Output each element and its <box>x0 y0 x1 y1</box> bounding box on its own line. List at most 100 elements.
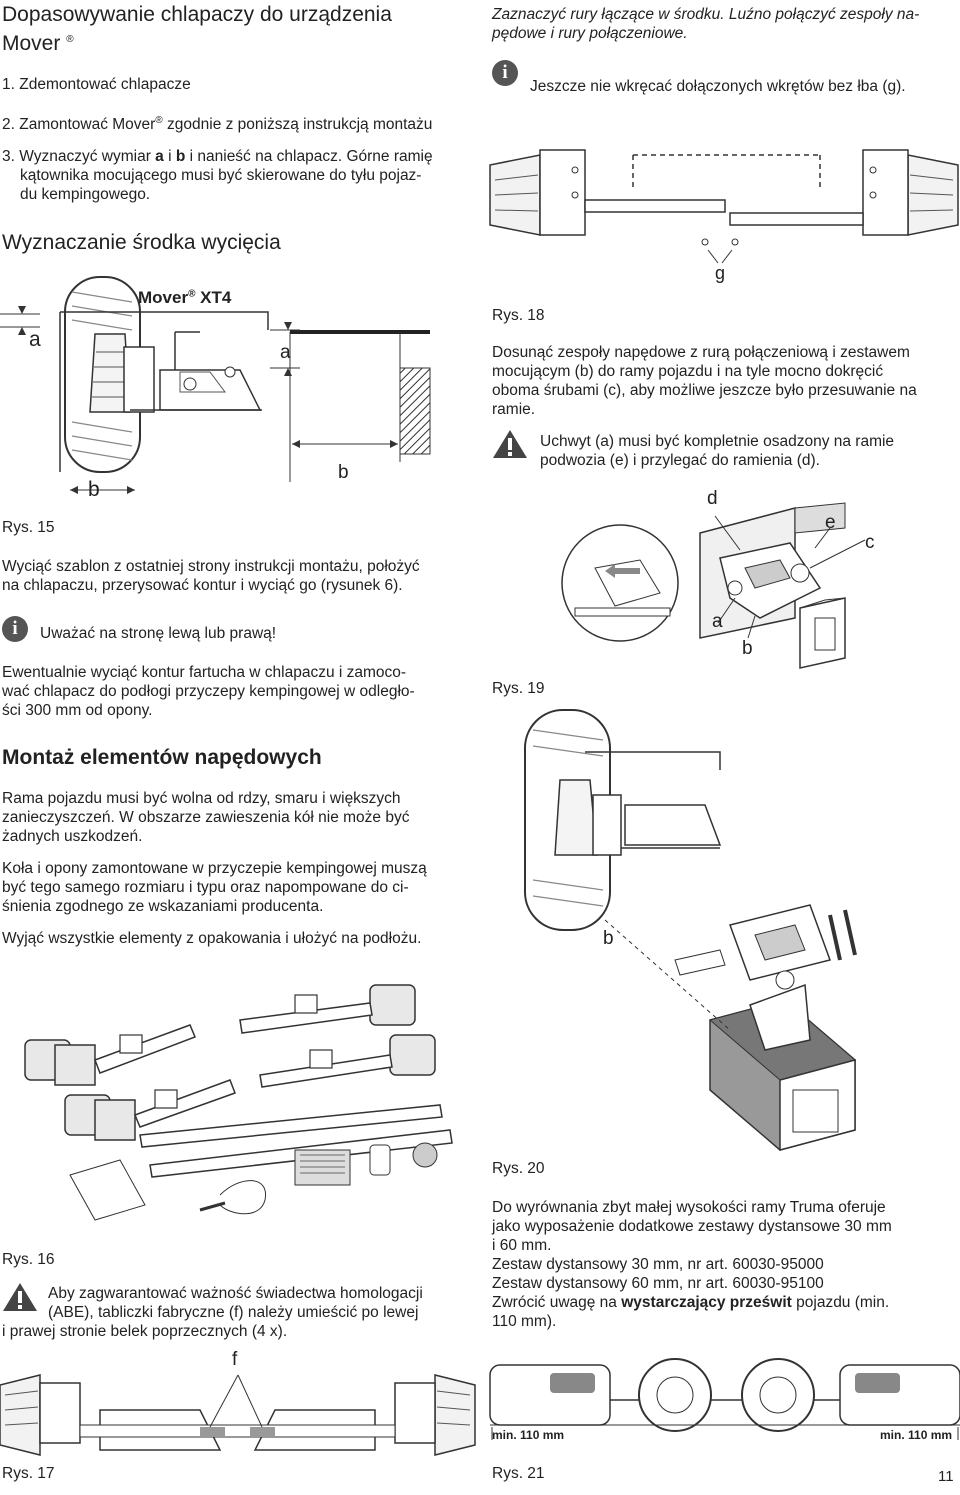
min-clearance-right: min. 110 mm <box>880 1428 953 1442</box>
step-2: 2. Zamontować Mover® zgodnie z poniższą … <box>2 111 432 134</box>
paragraph-unpack: Wyjąć wszystkie elementy z opakowania i … <box>2 930 422 947</box>
step-3-line-3: du kempingowego. <box>20 186 151 203</box>
warning-bracket-line-2: podwozia (e) i przylegać do ramienia (d)… <box>540 452 820 469</box>
info-note-screws: Jeszcze nie wkręcać dołączonych wkrętów … <box>530 78 906 95</box>
paragraph-spacers-line-2: jako wyposażenie dodatkowe zestawy dysta… <box>492 1218 892 1235</box>
clearance-note-c: pojazdu (min. <box>791 1294 890 1311</box>
paragraph-spacers: Do wyrównania zbyt małej wysokości ramy … <box>492 1198 892 1331</box>
step-2-text-a: 2. Zamontować Mover <box>2 116 156 134</box>
step-3-rest: i nanieść na chlapacz. Górne ramię <box>185 148 433 165</box>
figure-16 <box>10 975 470 1230</box>
paragraph-slide-line-1: Dosunąć zespoły napędowe z rurą połączen… <box>492 344 910 361</box>
figure-20-drawing <box>524 709 857 1151</box>
paragraph-template-line-1: Wyciąć szablon z ostatniej strony instru… <box>2 558 420 575</box>
paragraph-wheels-line-1: Koła i opony zamontowane w przyczepie ke… <box>2 860 427 877</box>
figure-19-label-d: d <box>707 488 718 509</box>
spacer-kit-60mm: Zestaw dystansowy 60 mm, nr art. 60030-9… <box>492 1275 824 1292</box>
figure-16-caption: Rys. 16 <box>2 1251 55 1268</box>
warning-icon <box>493 430 527 458</box>
step-1: 1. Zdemontować chlapacze <box>2 76 191 93</box>
paragraph-template-line-2: na chlapaczu, przerysować kontur i wycią… <box>2 577 403 594</box>
info-icon: i <box>2 616 28 642</box>
intro-line-2: pędowe i rury połączeniowe. <box>492 25 688 42</box>
paragraph-wheels-line-3: śnienia zgodnego ze wskazaniami producen… <box>2 898 324 915</box>
paragraph-template: Wyciąć szablon z ostatniej strony instru… <box>2 557 420 595</box>
step-3-a: a <box>155 148 164 165</box>
figure-16-drawing <box>24 984 453 1221</box>
paragraph-frame-line-3: żadnych uszkodzeń. <box>2 828 143 845</box>
figure-19-label-c: c <box>865 532 875 553</box>
figure-15: Mover® XT4 a a b b <box>0 272 470 507</box>
figure-15-caption: Rys. 15 <box>2 519 55 536</box>
mover-text: Mover <box>138 288 189 307</box>
figure-20-label-b: b <box>603 928 614 949</box>
paragraph-frame: Rama pojazdu musi być wolna od rdzy, sma… <box>2 789 409 846</box>
step-3-text: 3. Wyznaczyć wymiar <box>2 148 156 165</box>
warning-bracket-line-1: Uchwyt (a) musi być kompletnie osadzony … <box>540 433 895 450</box>
title-line-2: Mover <box>2 32 61 55</box>
figure-19-label-e: e <box>825 512 836 533</box>
clearance-note-bold: wystarczający prześwit <box>621 1294 792 1311</box>
min-clearance-left: min. 110 mm <box>492 1428 565 1442</box>
figure-19-caption: Rys. 19 <box>492 680 545 697</box>
paragraph-slide-line-4: ramie. <box>492 401 536 418</box>
figure-20: b <box>524 709 955 1151</box>
section-heading-assembly: Montaż elementów napędowych <box>2 746 322 769</box>
paragraph-frame-line-2: zanieczyszczeń. W obszarze zawieszenia k… <box>2 809 410 826</box>
paragraph-flap: Ewentualnie wyciąć kontur fartucha w chl… <box>2 663 415 720</box>
registered-mark: ® <box>188 288 196 300</box>
step-3: 3. Wyznaczyć wymiar a i b i nanieść na c… <box>2 147 433 204</box>
figure-18-label-g: g <box>715 263 726 283</box>
paragraph-flap-line-3: ści 300 mm od opony. <box>2 702 153 719</box>
paragraph-frame-line-1: Rama pojazdu musi być wolna od rdzy, sma… <box>2 790 401 807</box>
figure-18-drawing <box>489 149 959 264</box>
paragraph-slide-line-2: mocującym (b) do ramy pojazdu i na tyle … <box>492 363 884 380</box>
title-line-1: Dopasowywanie chlapaczy do urządzenia <box>2 3 392 26</box>
figure-15-drawing <box>0 276 431 494</box>
clearance-note-a: Zwrócić uwagę na <box>492 1294 622 1311</box>
spacer-kit-30mm: Zestaw dystansowy 30 mm, nr art. 60030-9… <box>492 1256 824 1273</box>
step-3-b: b <box>175 148 186 165</box>
step-3-and: i <box>163 148 176 165</box>
warning-icon <box>3 1283 37 1311</box>
warning-plates-line-1: Aby zagwarantować ważność świadectwa hom… <box>48 1285 423 1302</box>
paragraph-slide: Dosunąć zespoły napędowe z rurą połączen… <box>492 343 917 419</box>
warning-bracket: Uchwyt (a) musi być kompletnie osadzony … <box>540 432 894 470</box>
paragraph-flap-line-1: Ewentualnie wyciąć kontur fartucha w chl… <box>2 664 407 681</box>
registered-mark: ® <box>155 115 163 126</box>
figure-19-label-b: b <box>742 638 753 659</box>
intro-line-1: Zaznaczyć rury łączące w środku. Luźno p… <box>492 6 920 23</box>
figure-17-drawing <box>0 1374 476 1456</box>
dimension-b-label: b <box>88 478 100 501</box>
figure-17: f <box>0 1349 476 1460</box>
paragraph-wheels-line-2: być tego samego rozmiaru i typu oraz nap… <box>2 879 409 896</box>
intro-paragraph: Zaznaczyć rury łączące w środku. Luźno p… <box>492 5 919 43</box>
paragraph-wheels: Koła i opony zamontowane w przyczepie ke… <box>2 859 427 916</box>
warning-plates-line-3: i prawej stronie belek poprzecznych (4 x… <box>2 1323 288 1340</box>
warning-plates-line-2: (ABE), tabliczki fabryczne (f) należy um… <box>48 1304 419 1321</box>
paragraph-slide-line-3: oboma śrubami (c), aby możliwe jeszcze b… <box>492 382 917 399</box>
section-heading-cutout: Wyznaczanie środka wycięcia <box>2 231 281 254</box>
dimension-a-label-right: a <box>280 342 291 363</box>
figure-21-caption: Rys. 21 <box>492 1465 545 1482</box>
figure-19-label-a: a <box>712 611 723 632</box>
figure-17-label-f: f <box>232 1349 238 1370</box>
figure-18-caption: Rys. 18 <box>492 307 545 324</box>
paragraph-flap-line-2: wać chlapacz do podłogi przyczepy kempin… <box>2 683 415 700</box>
info-icon: i <box>492 60 518 86</box>
figure-19: d e c a b <box>560 488 955 688</box>
paragraph-spacers-line-3: i 60 mm. <box>492 1237 552 1254</box>
page-number: 11 <box>938 1468 954 1485</box>
page-title: Dopasowywanie chlapaczy do urządzenia Mo… <box>2 2 392 56</box>
warning-plates: Aby zagwarantować ważność świadectwa hom… <box>48 1284 423 1322</box>
dimension-b-label-right: b <box>338 462 349 483</box>
xt4-text: XT4 <box>195 288 232 307</box>
clearance-note-end: 110 mm). <box>492 1313 557 1330</box>
paragraph-spacers-line-1: Do wyrównania zbyt małej wysokości ramy … <box>492 1199 886 1216</box>
figure-21-drawing <box>489 1358 960 1440</box>
step-3-line-2: kątownika mocującego musi być skierowane… <box>20 167 422 184</box>
figure-18: g <box>489 145 960 290</box>
registered-mark: ® <box>66 34 74 45</box>
figure-19-drawing <box>561 502 866 669</box>
figure-21: min. 110 mm min. 110 mm <box>489 1355 960 1445</box>
